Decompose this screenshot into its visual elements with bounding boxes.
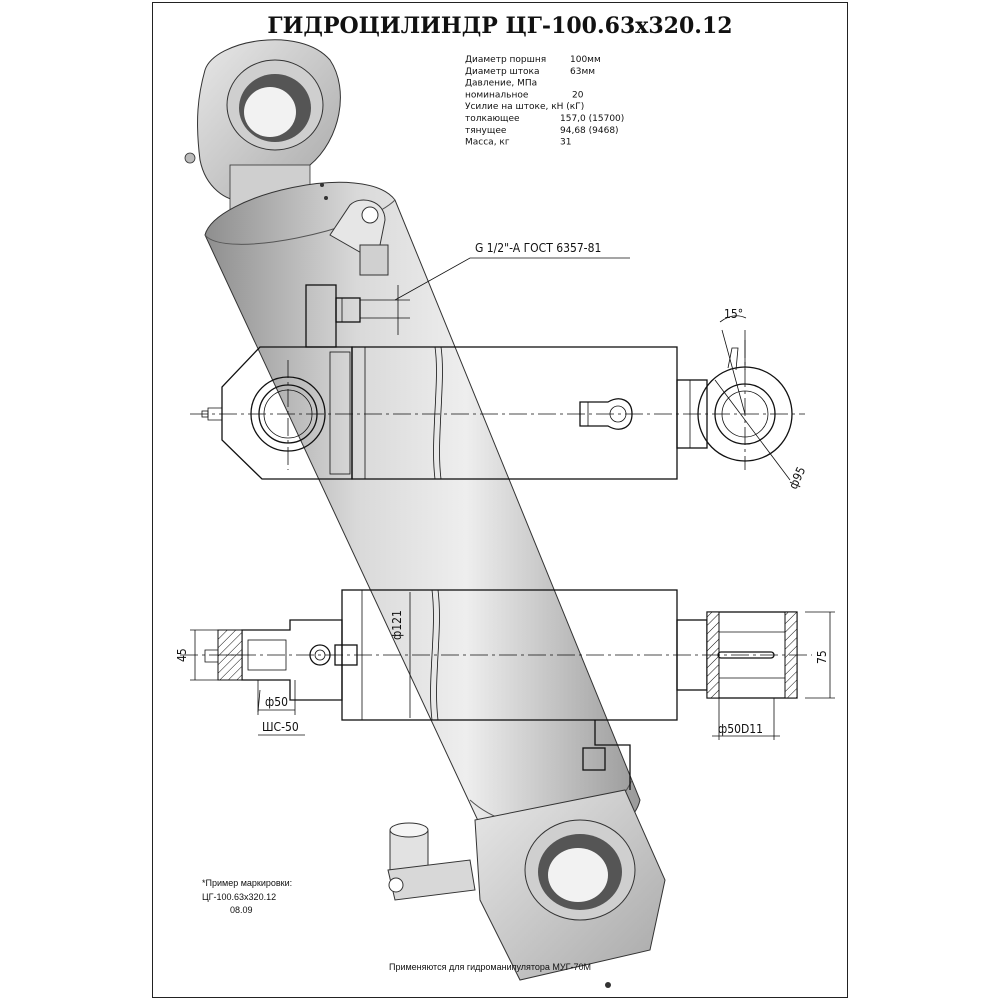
- front-view-drawing: [180, 589, 835, 790]
- spec-label: номинальное: [465, 90, 529, 100]
- top-view-drawing: [190, 257, 805, 481]
- spec-label: тянущее: [465, 126, 507, 136]
- spec-value: 100мм: [570, 55, 601, 65]
- spec-label: Давление, МПа: [465, 79, 537, 89]
- eye-diameter-dimension: ф95: [786, 465, 808, 492]
- cylinder-3d-render: [184, 39, 666, 988]
- barrel: [204, 181, 641, 850]
- height-45-dimension: 45: [175, 648, 189, 662]
- marking-date: 08.09: [230, 905, 253, 915]
- marking-code: ЦГ-100.63х320.12: [202, 892, 276, 902]
- bearing-type-label: ШС-50: [262, 720, 299, 734]
- top-port-fitting: [329, 199, 389, 276]
- bottom-port-fitting: [387, 822, 476, 901]
- spec-value: 31: [560, 138, 571, 148]
- spec-value: 94,68 (9468): [560, 126, 619, 136]
- spec-label: Диаметр штока: [465, 67, 539, 77]
- angle-dimension: 15°: [724, 307, 743, 321]
- spec-value: 20: [572, 90, 584, 100]
- spec-value: 157,0 (15700): [560, 114, 624, 124]
- marking-heading: *Пример маркировки:: [202, 878, 292, 888]
- drawing-title: ГИДРОЦИЛИНДР ЦГ-100.63х320.12: [267, 13, 732, 39]
- thread-dimension: G 1/2"-A ГОСТ 6357-81: [475, 241, 601, 255]
- barrel-diameter-dimension: ф121: [390, 610, 404, 640]
- spec-value: 63мм: [570, 67, 595, 77]
- height-75-dimension: 75: [815, 650, 829, 664]
- spec-label: Усилие на штоке, кН (кГ): [465, 102, 584, 112]
- bearing-diameter-dimension: ф50: [265, 695, 288, 709]
- spec-label: Диаметр поршня: [465, 55, 546, 65]
- bottom-head: [474, 789, 666, 988]
- spec-label: толкающее: [465, 114, 520, 124]
- pin-diameter-dimension: ф50D11: [718, 722, 763, 736]
- top-rod-eye: [184, 39, 341, 211]
- spec-label: Масса, кг: [465, 138, 510, 148]
- application-note: Применяются для гидроманипулятора МУГ-70…: [389, 962, 591, 972]
